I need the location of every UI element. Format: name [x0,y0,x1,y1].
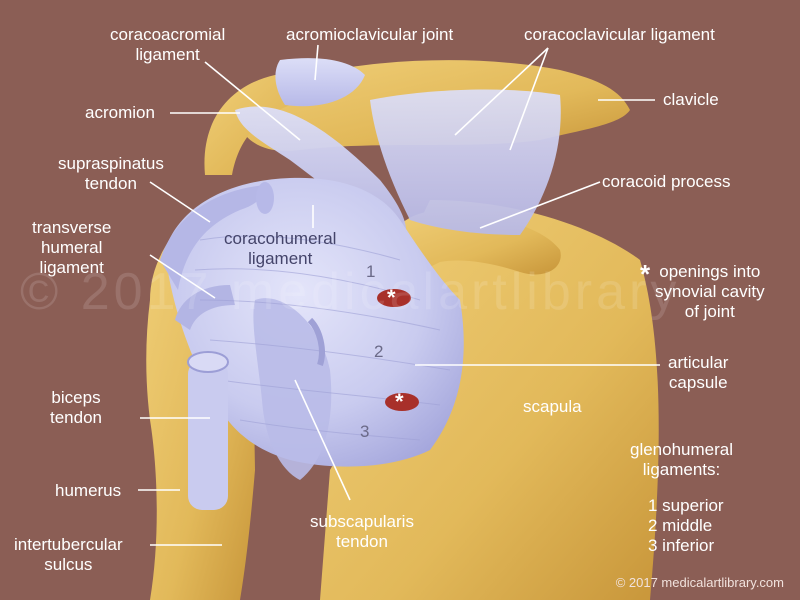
label-coracoacromial-ligament: coracoacromial ligament [110,25,226,64]
capsule-number: 2 [374,342,384,361]
supraspinatus-band [160,185,265,290]
groove-ridge [307,317,325,366]
label-coracoclavicular-ligament: coracoclavicular ligament [524,25,715,44]
label-clavicle: clavicle [663,90,719,109]
leader-lines [138,44,660,546]
label-synovial-openings: openings into synovial cavity of joint [655,262,765,321]
capsule-number: 3 [360,422,370,441]
label-scapula: scapula [523,397,582,416]
label-supraspinatus-tendon: supraspinatus tendon [58,154,164,193]
coracoclavicular-ligament-shape [370,89,561,235]
transverse-humeral-band [175,285,235,330]
label-biceps-tendon: biceps tendon [50,388,102,427]
label-coracoid-process: coracoid process [602,172,731,191]
biceps-tendon-top [187,351,229,373]
label-intertubercular-sulcus: intertubercular sulcus [14,535,123,574]
opening-marker: * [395,389,404,414]
label-acromioclavicular-joint: acromioclavicular joint [286,25,454,44]
capsule-number: 1 [366,262,376,281]
label-subscapularis-tendon: subscapularis tendon [310,512,414,551]
label-humerus: humerus [55,481,122,500]
label-coracohumeral-ligament: coracohumeral ligament [224,229,337,268]
biceps-tendon-shape [188,360,228,510]
glenohumeral-ligament-list: 1 superior 2 middle 3 inferior [648,496,724,555]
label-acromion: acromion [85,103,155,122]
tubercle-bump [256,182,274,214]
label-glenohumeral-ligaments: glenohumeral ligaments: [630,440,734,479]
copyright-notice: © 2017 medicalartlibrary.com [615,575,784,590]
label-transverse-humeral-ligament: transverse humeral ligament [32,218,112,277]
synovial-asterisk: * [640,259,651,289]
opening-marker: * [387,285,396,310]
synovial-opening-2 [385,393,419,411]
label-articular-capsule: articular capsule [668,353,729,392]
acromioclavicular-joint-shape [275,58,365,107]
watermark: © 2017 medicalartlibrary [20,263,681,321]
synovial-opening-1 [377,289,411,307]
